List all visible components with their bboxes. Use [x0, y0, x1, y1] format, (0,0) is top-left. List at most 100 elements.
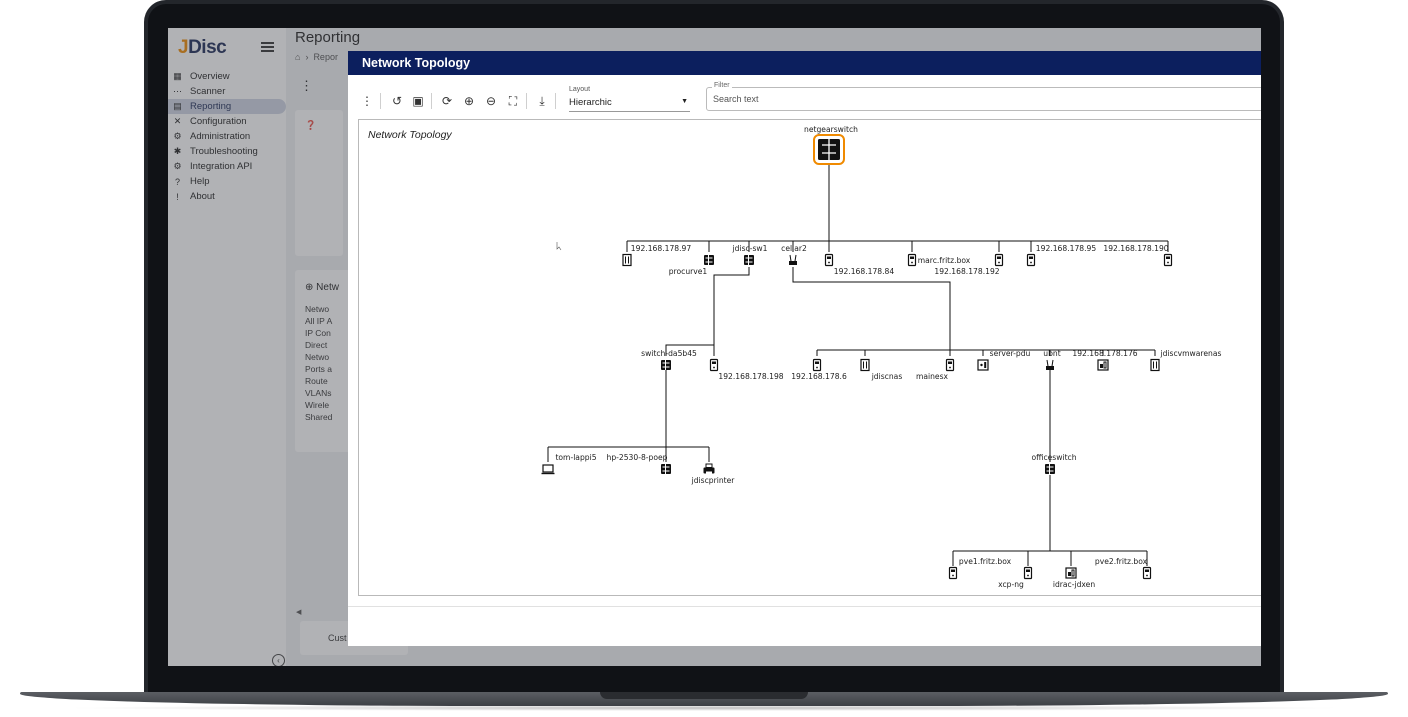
list-item[interactable]: IP Con: [305, 328, 331, 338]
filter-input[interactable]: Filter Search text: [706, 82, 1261, 111]
collapse-sidebar-button[interactable]: ‹: [272, 654, 285, 666]
node-tom-lappi5[interactable]: tom-lappi5: [540, 453, 597, 475]
node-192-168-178-95[interactable]: 192.168.178.95: [1026, 244, 1097, 267]
laptop-notch: [600, 692, 808, 699]
svg-text:192.168.178.6: 192.168.178.6: [791, 372, 847, 381]
dropdown-arrow-icon: ▼: [681, 98, 688, 105]
svg-text:192.168.178.97: 192.168.178.97: [631, 244, 692, 253]
more-options-icon[interactable]: ⋮: [361, 94, 373, 108]
menu-icon[interactable]: [261, 42, 274, 52]
sidebar-nav: ▦Overview ⋯Scanner ▤Reporting ✕Configura…: [168, 69, 286, 204]
node-marc-fritz-box[interactable]: marc.fritz.box: [907, 253, 971, 267]
help-icon: ?: [174, 176, 180, 187]
svg-text:officeswitch: officeswitch: [1031, 453, 1076, 462]
scanner-icon: ⋯: [173, 86, 182, 96]
refresh-icon[interactable]: ⟳: [441, 94, 453, 108]
node-192-168-178-192[interactable]: 192.168.178.192: [934, 253, 1004, 277]
svg-text:jdiscprinter: jdiscprinter: [691, 476, 736, 485]
topology-canvas[interactable]: Network Topology: [358, 119, 1261, 596]
node-jdiscvmwarenas[interactable]: jdiscvmwarenas: [1150, 349, 1222, 372]
toolbar-divider: [380, 93, 381, 109]
list-item[interactable]: Netwo: [305, 304, 330, 314]
node-officeswitch[interactable]: officeswitch: [1031, 453, 1077, 475]
layout-select[interactable]: Hierarchic▼: [569, 97, 690, 112]
zoom-out-icon[interactable]: ⊖: [485, 94, 497, 108]
node-jdiscprinter[interactable]: jdiscprinter: [691, 463, 736, 485]
node-netgearswitch[interactable]: netgearswitch: [804, 125, 858, 165]
node-hp-2530-8-poep[interactable]: hp-2530-8-poep: [607, 453, 672, 475]
app-screen: JDisc ▦Overview ⋯Scanner ▤Reporting ✕Con…: [168, 28, 1261, 666]
sidebar-item-integration-api[interactable]: ⚙Integration API: [173, 161, 253, 172]
node-idrac-jdxen[interactable]: idrac-jdxen: [1053, 567, 1095, 589]
topology-graph[interactable]: netgearswitch 192.168.178.97 procurve1 j…: [359, 120, 1261, 595]
scroll-left-icon[interactable]: ◀: [296, 609, 302, 616]
card-title: ⊕ Netw: [305, 282, 339, 293]
save-icon[interactable]: ▣: [412, 94, 424, 108]
list-item[interactable]: Shared: [305, 412, 333, 422]
sidebar-item-overview[interactable]: ▦Overview: [173, 71, 230, 82]
list-item[interactable]: Direct: [305, 340, 328, 350]
svg-text:server-pdu: server-pdu: [990, 349, 1031, 358]
list-item[interactable]: VLANs: [305, 388, 332, 398]
zoom-in-icon[interactable]: ⊕: [463, 94, 475, 108]
network-reports-card: ⊕ Netw Netwo All IP A IP Con Direct Netw…: [295, 270, 355, 452]
sidebar-item-about[interactable]: !About: [168, 189, 286, 204]
laptop-base: [0, 692, 1408, 717]
node-jdisc-sw1[interactable]: jdisc-sw1: [732, 244, 768, 266]
help-icon[interactable]: ❓: [305, 120, 317, 130]
list-item[interactable]: Netwo: [305, 352, 330, 362]
node-pve1-fritz-box[interactable]: pve1.fritz.box: [948, 557, 1012, 580]
node-192-168-178-176[interactable]: 192.168.178.176: [1072, 349, 1138, 371]
node-192-168-178-6[interactable]: 192.168.178.6: [791, 358, 847, 382]
list-item[interactable]: Wirele: [305, 400, 330, 410]
filter-placeholder: Search text: [713, 94, 759, 104]
node-cellar2[interactable]: cellar2: [781, 244, 807, 266]
node-192-168-178-190[interactable]: 192.168.178.190: [1103, 244, 1173, 267]
list-item[interactable]: Ports a: [305, 364, 332, 374]
node-jdiscnas[interactable]: jdiscnas: [860, 358, 903, 382]
sidebar-item-configuration[interactable]: ✕Configuration: [173, 116, 247, 127]
undo-icon[interactable]: ↺: [391, 94, 403, 108]
toolbar-divider: [526, 93, 527, 109]
report-card: ❓: [295, 110, 343, 256]
svg-text:tom-lappi5: tom-lappi5: [555, 453, 596, 462]
svg-text:switch-da5b45: switch-da5b45: [641, 349, 697, 358]
reporting-icon: ▤: [173, 101, 182, 111]
list-item[interactable]: Route: [305, 376, 328, 386]
download-icon[interactable]: ⤓: [539, 94, 545, 108]
sidebar-item-reporting[interactable]: ▤Reporting: [168, 99, 286, 114]
home-icon[interactable]: ⌂: [295, 52, 301, 62]
more-icon[interactable]: ⋮: [300, 78, 313, 93]
node-server-pdu[interactable]: server-pdu: [977, 349, 1031, 371]
topology-toolbar: ⋮ ↺ ▣ ⟳ ⊕ ⊖ ⛶ ⤓ Layout Hierarchic▼ Filte…: [348, 75, 1261, 119]
node-192-168-178-84[interactable]: 192.168.178.84: [824, 253, 895, 277]
dashboard-icon: ▦: [173, 71, 182, 81]
svg-text:pve1.fritz.box: pve1.fritz.box: [959, 557, 1012, 566]
node-192-168-178-198[interactable]: 192.168.178.198: [709, 358, 784, 382]
gear-icon: ⚙: [173, 131, 182, 141]
svg-text:jdiscnas: jdiscnas: [871, 372, 903, 381]
svg-text:192.168.178.95: 192.168.178.95: [1036, 244, 1097, 253]
topology-nodes[interactable]: netgearswitch 192.168.178.97 procurve1 j…: [540, 125, 1222, 590]
breadcrumb: ⌂ › Repor: [295, 52, 338, 62]
list-item[interactable]: All IP A: [305, 316, 333, 326]
sidebar-item-troubleshooting[interactable]: ✱Troubleshooting: [173, 146, 258, 157]
node-mainesx[interactable]: mainesx: [916, 358, 955, 382]
node-switch-da5b45[interactable]: switch-da5b45: [641, 349, 697, 371]
sidebar-item-scanner[interactable]: ⋯Scanner: [173, 86, 226, 97]
svg-text:idrac-jdxen: idrac-jdxen: [1053, 580, 1095, 589]
svg-text:192.168.178.198: 192.168.178.198: [718, 372, 783, 381]
svg-text:hp-2530-8-poep: hp-2530-8-poep: [607, 453, 668, 462]
node-procurve1[interactable]: procurve1: [669, 254, 715, 276]
fit-screen-icon[interactable]: ⛶: [508, 94, 518, 108]
toolbar-divider: [431, 93, 432, 109]
node-ubnt[interactable]: ubnt: [1043, 349, 1061, 371]
toolbar-divider: [555, 93, 556, 109]
filter-label: Filter: [712, 82, 732, 89]
node-192-168-178-97[interactable]: 192.168.178.97: [622, 244, 692, 267]
node-pve2-fritz-box[interactable]: pve2.fritz.box: [1095, 557, 1152, 580]
svg-text:xcp-ng: xcp-ng: [998, 580, 1024, 589]
node-xcp-ng[interactable]: xcp-ng: [998, 566, 1033, 590]
sidebar-item-help[interactable]: ?Help: [168, 174, 286, 189]
sidebar-item-administration[interactable]: ⚙Administration: [173, 131, 251, 142]
